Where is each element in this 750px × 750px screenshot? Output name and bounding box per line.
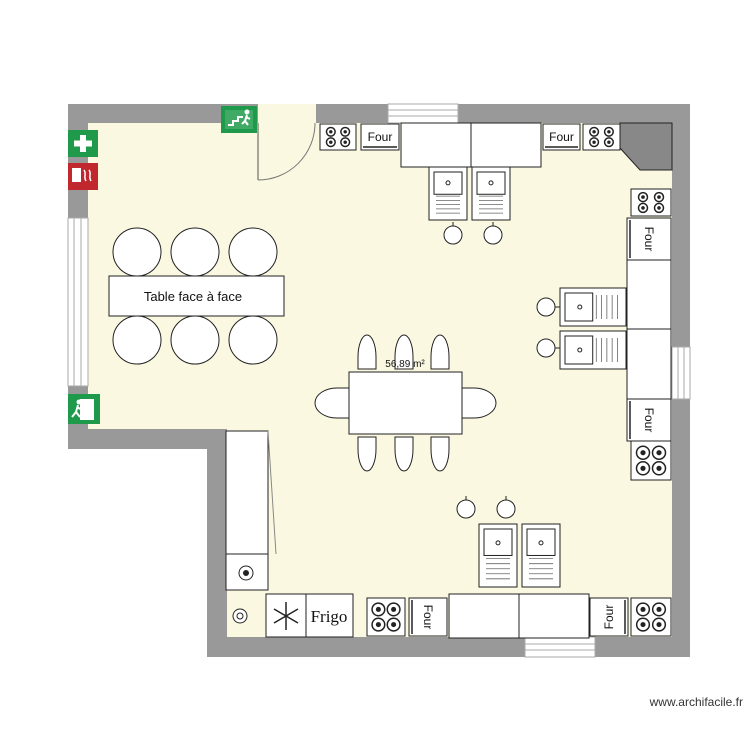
oven-icon: Four	[589, 597, 629, 637]
hob-icon	[366, 597, 406, 637]
snowflake-icon	[265, 593, 307, 638]
chair-icon	[357, 334, 377, 370]
double-sink-icon	[478, 523, 518, 588]
oven-label: Four	[549, 130, 574, 144]
oven-label: Four	[421, 605, 435, 630]
chair-icon	[357, 436, 377, 472]
oven-icon: Four	[626, 217, 672, 261]
fire-alarm-icon	[68, 163, 98, 190]
countertop-top	[400, 122, 542, 168]
hob-group	[319, 123, 672, 637]
countertop-right	[626, 258, 672, 400]
double-sink-icon	[559, 330, 627, 370]
centre-table	[314, 334, 497, 472]
oven-label: Four	[642, 408, 656, 433]
table-label: Table face à face	[144, 289, 242, 304]
window-top	[387, 103, 459, 124]
window-bottom	[524, 636, 596, 658]
double-sink-icon	[471, 166, 511, 221]
hob-icon	[630, 188, 672, 217]
oven-icon: Four	[542, 123, 581, 151]
hob-icon	[630, 597, 672, 637]
hob-icon	[582, 123, 621, 151]
credit-text: www.archifacile.fr	[649, 695, 743, 709]
oven-label: Four	[368, 130, 393, 144]
sink-group	[428, 166, 627, 588]
window-left	[67, 217, 89, 387]
double-sink-icon	[559, 287, 627, 327]
chair-icon	[314, 387, 350, 419]
emergency-exit-icon	[68, 394, 100, 424]
fridge	[305, 593, 354, 638]
double-sink-icon	[521, 523, 561, 588]
chair-icon	[461, 387, 497, 419]
hob-icon	[319, 123, 357, 151]
oven-icon: Four	[408, 597, 448, 637]
chair-icon	[394, 334, 414, 370]
area-label: 56,89 m²	[385, 359, 425, 370]
chair-icon	[430, 436, 450, 472]
first-aid-icon	[68, 130, 98, 157]
oven-label: Four	[602, 605, 616, 630]
long-table: Table face à face	[108, 227, 285, 365]
chair-icon	[430, 334, 450, 370]
oven-icon: Four	[360, 123, 400, 151]
hob-icon	[630, 440, 672, 481]
fridge-label: Frigo	[311, 607, 348, 626]
double-sink-icon	[428, 166, 468, 221]
countertop-bottom	[448, 593, 590, 639]
emergency-exit-icon	[221, 106, 257, 133]
small-appliance	[232, 608, 248, 624]
oven-label: Four	[642, 227, 656, 252]
chair-icon	[394, 436, 414, 472]
window-right	[671, 346, 691, 400]
door-swing-icon	[257, 104, 316, 181]
counter-left	[225, 430, 277, 591]
stool-icon	[443, 222, 560, 519]
oven-icon: Four	[626, 398, 672, 442]
